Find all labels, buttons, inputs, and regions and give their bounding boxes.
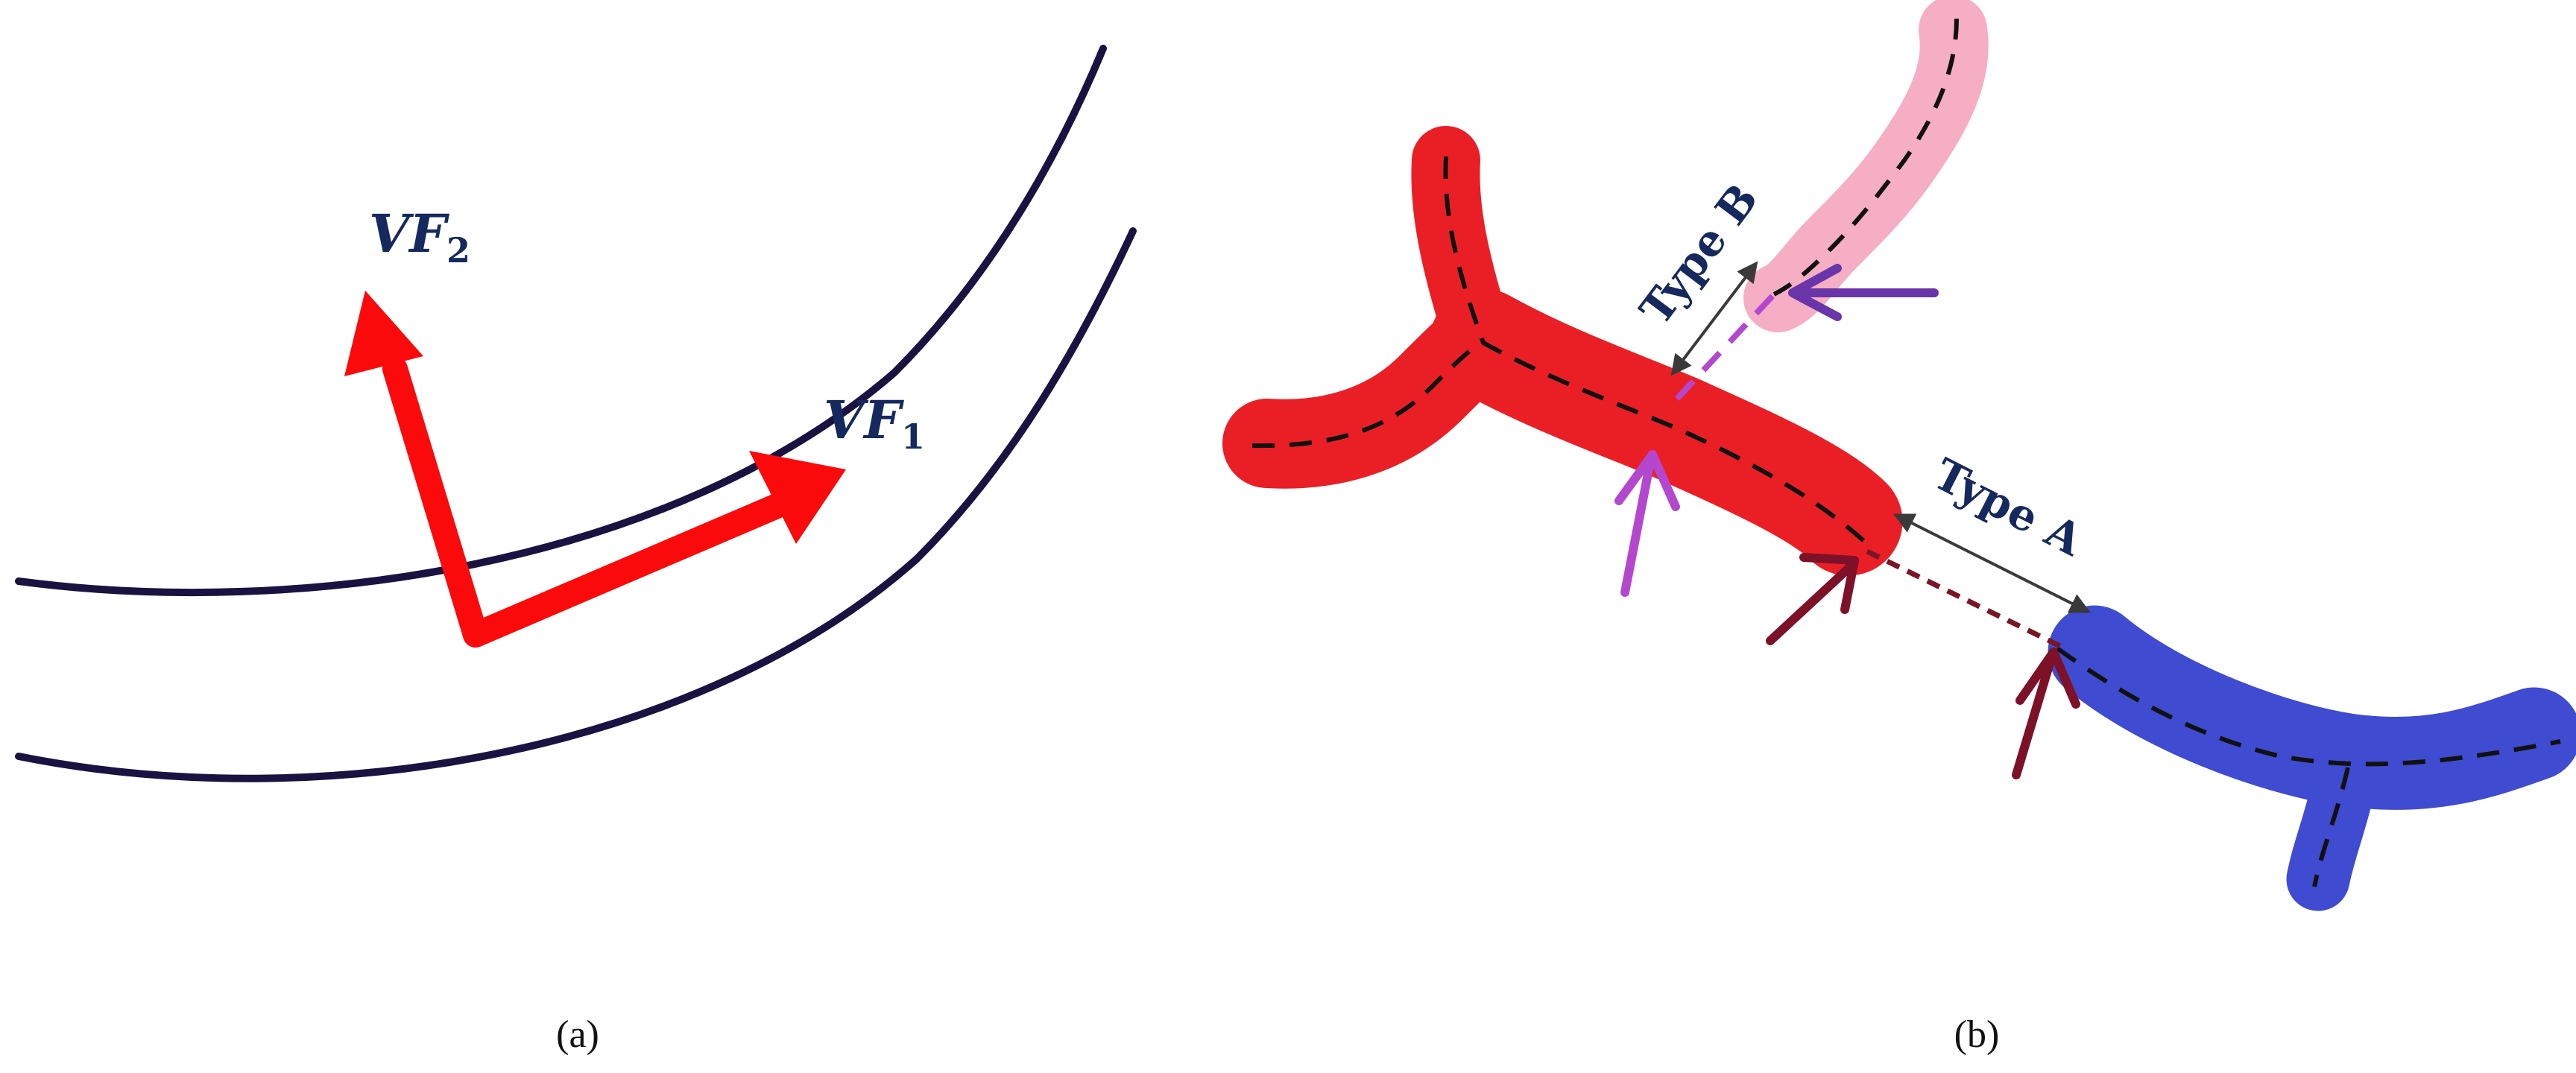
endpoint-arrow-blue-start (2012, 648, 2080, 779)
caption-b: (b) (1954, 1013, 2000, 1056)
vessel-wall-upper-curve (15, 45, 1107, 597)
type-a-label: Type A (1926, 449, 2092, 566)
vf1-arrow-head (749, 451, 846, 544)
type-a-gap-line (1866, 548, 2066, 651)
vf2-arrow-head (344, 291, 423, 376)
pink-vessel (1743, 0, 1989, 332)
endpoint-arrow-red-side (1614, 450, 1680, 597)
endpoint-arrow-pink-end (1788, 264, 1939, 321)
red-vessel-centerline-main (1251, 340, 1869, 546)
red-vessel (1222, 126, 1903, 576)
pink-vessel-centerline (1772, 18, 1959, 297)
vf2-label: VF2 (369, 203, 470, 270)
vf2-arrow-shaft (382, 356, 488, 648)
panel-b: Type A Type B (b) (1222, 0, 2576, 1056)
vessel-wall-lower-curve (15, 227, 1137, 782)
blue-vessel-centerline-branch (2312, 767, 2350, 887)
blue-vessel-centerline-main (2056, 646, 2561, 767)
blue-vessel (2048, 605, 2576, 911)
vf1-label: VF1 (824, 389, 925, 457)
caption-a: (a) (556, 1013, 599, 1056)
vf1-arrow-shaft (463, 494, 788, 648)
red-vessel-centerline-branch (1443, 156, 1486, 344)
type-a-distance-arrow (1892, 513, 2092, 613)
panel-a: VF1 VF2 (a) (15, 45, 1137, 1056)
type-b-distance-arrow (1670, 261, 1758, 376)
endpoint-arrow-red-end (1766, 553, 1859, 645)
